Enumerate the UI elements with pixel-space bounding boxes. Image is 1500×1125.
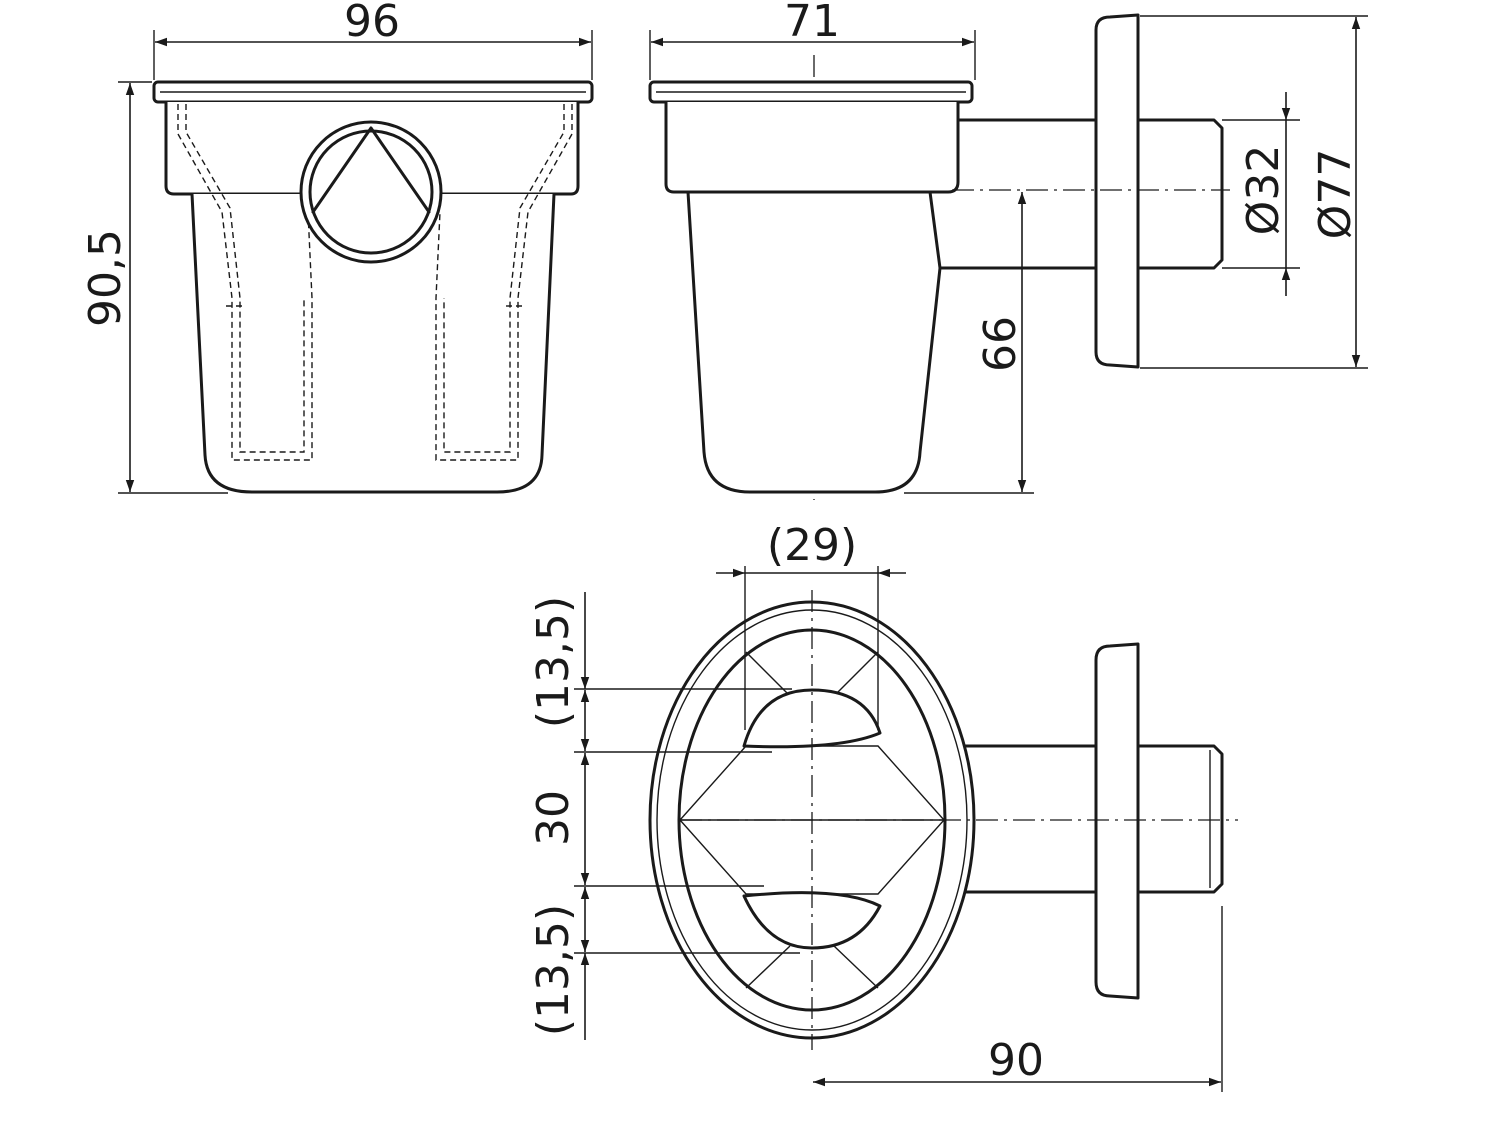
front-body [190,193,556,494]
dimension-labels: 96 71 90,5 66 Ø32 Ø77 (29) (13,5) 30 (13… [80,0,1361,1086]
front-outlet-outer [299,120,443,264]
side-pipe-end [1136,118,1224,270]
front-outlet-inner [308,129,434,255]
label-flange-diameter: Ø77 [1310,149,1361,240]
label-slot-bottom: (13,5) [528,904,579,1036]
top-view [648,590,1238,1050]
top-slot-lower [742,891,882,950]
front-view [152,80,594,494]
side-collar [664,102,960,194]
side-view [648,13,1230,500]
side-body [686,190,942,494]
label-slot-top: (13,5) [528,596,579,728]
dimension-lines [118,15,1368,1092]
label-slot-middle: 30 [528,790,579,846]
label-side-width: 71 [784,0,840,47]
label-front-width: 96 [344,0,400,47]
front-hidden-right [435,104,573,461]
top-flange [1094,642,1140,1000]
label-outlet-length: 90 [988,1035,1044,1086]
label-outlet-height: 66 [975,316,1026,372]
front-hidden-left [177,104,313,461]
label-front-height: 90,5 [80,229,131,327]
side-flange [1094,13,1140,369]
label-outlet-diameter: Ø32 [1238,145,1289,236]
label-slot-spacing: (29) [767,520,857,571]
